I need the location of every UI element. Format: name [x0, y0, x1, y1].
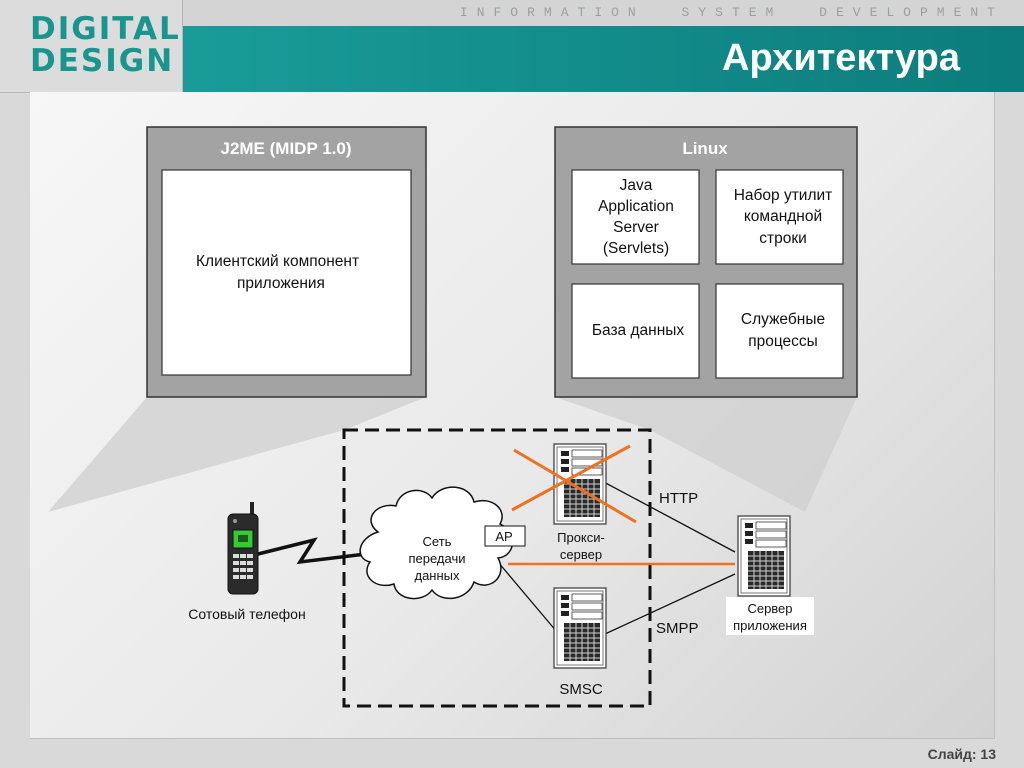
cloud-label-line-1: Сеть	[423, 534, 452, 549]
linux-box-title: Linux	[682, 139, 728, 158]
java-app-server-line-3: Server	[613, 219, 659, 236]
network-links	[497, 479, 736, 635]
database-box	[571, 283, 700, 379]
client-component-box	[161, 169, 412, 376]
logo-line-2: DESIGN	[30, 43, 175, 79]
logo: DIGITAL DESIGN	[0, 0, 183, 93]
http-label: HTTP	[659, 490, 698, 507]
services-line-2: процессы	[748, 333, 818, 350]
proxy-label-line-2: сервер	[560, 547, 602, 562]
client-component-line-1: Клиентский компонент	[196, 253, 359, 270]
services-box	[715, 283, 844, 379]
tagline-word-2: SYSTEM	[681, 5, 783, 20]
application-server-label-line-1: Сервер	[747, 601, 792, 616]
application-server-icon	[737, 515, 791, 597]
client-component-line-2: приложения	[237, 275, 325, 292]
tagline-word-3: DEVELOPMENT	[819, 5, 1004, 20]
logo-line-1: DIGITAL	[30, 11, 181, 47]
data-network-cloud-icon	[359, 486, 514, 600]
java-app-server-line-4: (Servlets)	[603, 240, 669, 257]
java-app-server-box	[571, 169, 700, 265]
ap-label-box	[484, 525, 526, 547]
smsc-server-icon	[553, 587, 607, 669]
mobile-phone-icon	[227, 502, 259, 595]
ap-label: AP	[495, 529, 512, 544]
slide-content: J2ME (MIDP 1.0) Клиентский компонент при…	[30, 92, 995, 739]
services-line-1: Служебные	[741, 311, 825, 328]
proxy-crossed-out	[511, 444, 637, 524]
zoom-projection-right	[555, 397, 857, 512]
cli-tools-line-3: строки	[759, 230, 807, 247]
slide-title: Архитектура	[722, 37, 960, 79]
title-bar: Архитектура	[183, 26, 1024, 92]
smpp-label: SMPP	[656, 620, 699, 637]
cli-tools-line-1: Набор утилит	[734, 187, 833, 204]
mobile-phone-label: Сотовый телефон	[188, 606, 305, 622]
j2me-box: J2ME (MIDP 1.0) Клиентский компонент при…	[146, 126, 427, 398]
linux-box: Linux Java Application Server (Servlets)…	[554, 126, 858, 398]
j2me-box-title: J2ME (MIDP 1.0)	[220, 139, 351, 158]
database-label: База данных	[592, 322, 685, 339]
network-boundary	[342, 428, 652, 708]
cloud-label-line-3: данных	[414, 568, 460, 583]
smsc-label: SMSC	[559, 681, 603, 698]
tagline-word-1: INFORMATION	[459, 5, 645, 20]
application-server-label-bg	[726, 597, 814, 635]
zoom-projection-left	[48, 397, 426, 512]
java-app-server-line-2: Application	[598, 198, 674, 215]
tagline: INFORMATION SYSTEM DEVELOPMENT	[183, 0, 1024, 26]
java-app-server-line-1: Java	[620, 177, 653, 194]
cli-tools-box	[715, 169, 844, 265]
proxy-label-line-1: Прокси-	[557, 530, 605, 545]
architecture-diagram: J2ME (MIDP 1.0) Клиентский компонент при…	[48, 126, 858, 708]
cli-tools-line-2: командной	[744, 208, 822, 225]
cloud-label-line-2: передачи	[408, 551, 465, 566]
wireless-link-icon	[257, 537, 367, 565]
slide-number: Слайд: 13	[927, 746, 996, 762]
application-server-label-line-2: приложения	[733, 618, 807, 633]
